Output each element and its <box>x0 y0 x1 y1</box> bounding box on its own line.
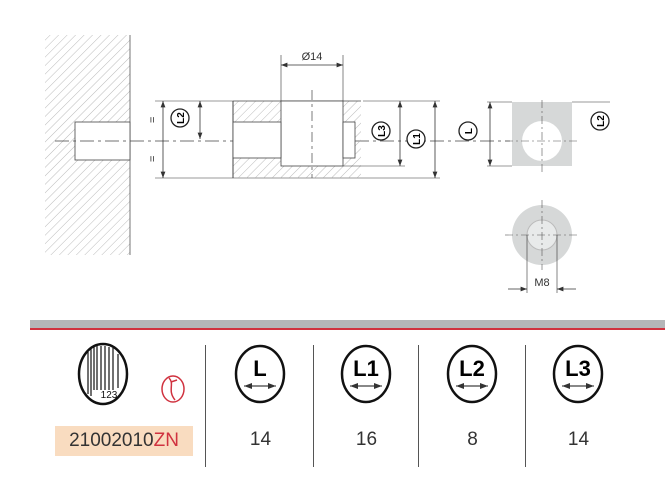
dim-l2-symbol: L2 <box>459 356 485 381</box>
column-l1: L1 16 <box>314 338 419 458</box>
table-header-bar <box>30 320 665 330</box>
column-divider <box>418 345 419 467</box>
column-l3: L3 14 <box>526 338 631 458</box>
column-l2: L2 8 <box>420 338 525 458</box>
equal-mark: = <box>147 117 159 123</box>
value-l3: 14 <box>567 429 590 450</box>
dim-l1-symbol: L1 <box>353 356 379 381</box>
column-divider <box>525 345 526 467</box>
column-divider <box>313 345 314 467</box>
article-code: 21002010ZN <box>55 426 193 456</box>
column-divider <box>205 345 206 467</box>
dim-l3-icon: L3 <box>552 344 604 404</box>
dim-l3-label: L3 <box>377 125 388 137</box>
dim-l2-side-label: L2 <box>596 115 607 127</box>
article-code-number: 21002010 <box>69 430 154 451</box>
article-code-suffix: ZN <box>153 430 179 451</box>
value-l1: 16 <box>355 429 378 450</box>
value-l: 14 <box>249 429 272 450</box>
value-l2: 8 <box>467 429 478 450</box>
dim-l-symbol: L <box>253 356 266 381</box>
technical-drawing: = = L2 Ø14 L3 L1 L L2 M8 <box>45 35 610 293</box>
dim-l-icon: L <box>234 344 286 404</box>
zinc-material-icon <box>161 375 185 403</box>
dim-l1-icon: L1 <box>340 344 392 404</box>
side-hole <box>232 121 282 159</box>
article-cell: 123 <box>55 338 195 418</box>
column-l: L 14 <box>208 338 313 458</box>
dim-l1-label: L1 <box>412 133 423 145</box>
dim-l3-symbol: L3 <box>565 356 591 381</box>
thread-label: M8 <box>534 277 549 289</box>
dim-l-label: L <box>464 128 475 134</box>
dim-l2-icon: L2 <box>446 344 498 404</box>
dim-l2-label: L2 <box>176 112 187 124</box>
barcode-icon: 123 <box>77 342 185 406</box>
barcode-digits: 123 <box>101 390 118 401</box>
equal-mark: = <box>147 156 159 162</box>
diameter-label: Ø14 <box>302 51 323 63</box>
